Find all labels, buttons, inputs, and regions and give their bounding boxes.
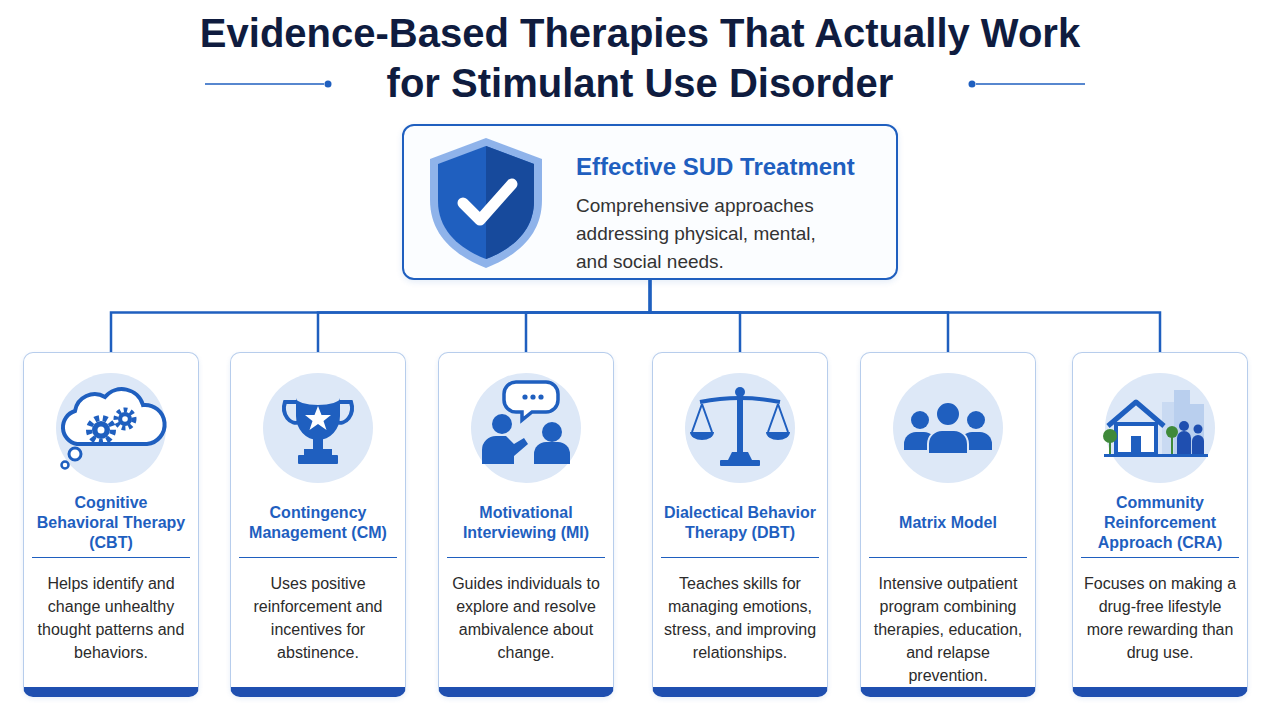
node-heading: Dialectical Behavior Therapy (DBT) xyxy=(661,489,819,558)
node-heading: Effective SUD Treatment xyxy=(576,152,886,182)
node-description: Guides individuals to explore and resolv… xyxy=(447,572,605,664)
title-rule xyxy=(969,81,976,88)
therapy-card: Cognitive Behavioral Therapy (CBT) Helps … xyxy=(23,352,199,697)
node-description: Uses positive reinforcement and incentiv… xyxy=(239,572,397,664)
tree-connector xyxy=(650,280,948,352)
tree-connector xyxy=(111,280,650,352)
therapy-card: Contingency Management (CM) Uses positive… xyxy=(230,352,406,697)
diagram-title: Evidence-Based Therapies That Actually W… xyxy=(185,8,1095,108)
therapy-card: Community Reinforcement Approach (CRA) Fo… xyxy=(1072,352,1248,697)
tree-connector xyxy=(526,280,650,352)
therapy-card: Dialectical Behavior Therapy (DBT) Teache… xyxy=(652,352,828,697)
connector-group xyxy=(111,280,1160,352)
therapy-card: Motivational Interviewing (MI) Guides ind… xyxy=(438,352,614,697)
node-description: Intensive outpatient program combining t… xyxy=(869,572,1027,687)
title-rule xyxy=(325,81,332,88)
summary-box: Effective SUD TreatmentComprehensive app… xyxy=(402,124,898,280)
node-description: Focuses on making a drug-free lifestyle … xyxy=(1081,572,1239,664)
tree-connector xyxy=(650,280,1160,352)
node-heading: Contingency Management (CM) xyxy=(239,489,397,558)
node-heading: Community Reinforcement Approach (CRA) xyxy=(1081,489,1239,558)
node-heading: Cognitive Behavioral Therapy (CBT) xyxy=(32,489,190,558)
tree-connector xyxy=(318,280,650,352)
node-description: Teaches skills for managing emotions, st… xyxy=(661,572,819,664)
therapy-card: Matrix ModelIntensive outpatient program… xyxy=(860,352,1036,697)
title-rule xyxy=(205,83,324,85)
title-rule xyxy=(976,83,1085,85)
tree-connector xyxy=(650,280,740,352)
node-description: Helps identify and change unhealthy thou… xyxy=(32,572,190,664)
node-heading: Motivational Interviewing (MI) xyxy=(447,489,605,558)
node-heading: Matrix Model xyxy=(869,489,1027,558)
node-description: Comprehensive approaches addressing phys… xyxy=(576,192,841,276)
